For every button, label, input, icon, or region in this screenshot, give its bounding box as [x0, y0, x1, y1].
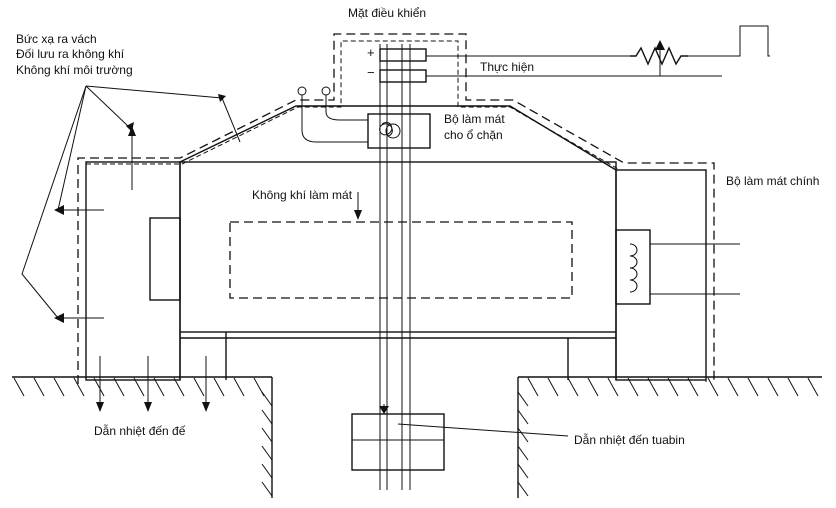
arrow-icon: [54, 205, 64, 215]
label-cooling-air: Không khí làm mát: [252, 188, 353, 202]
heat-to-base-arrows: [96, 356, 210, 412]
label-air-convection: Đối lưu ra không khí: [16, 47, 125, 61]
arrow-icon: [354, 210, 362, 220]
coil-icon: [379, 121, 393, 137]
coil-icon: [629, 243, 638, 293]
label-plus: +: [367, 45, 375, 60]
arrow-icon: [218, 94, 226, 102]
turbine-coupling: [351, 404, 569, 471]
label-minus: −: [367, 65, 375, 80]
arrow-icon: [54, 313, 64, 323]
shaft: [379, 44, 411, 490]
label-heat-to-base: Dẫn nhiệt đến đế: [94, 424, 186, 438]
label-wall-radiation: Bức xạ ra vách: [16, 32, 97, 46]
control-panel: [379, 25, 770, 83]
bearing-cooler: [297, 86, 431, 149]
generator-housing: [85, 105, 707, 381]
label-bearing-cooler-2: cho ổ chặn: [444, 128, 503, 142]
label-heat-to-turbine: Dẫn nhiệt đến tuabin: [574, 433, 685, 447]
arrow-icon: [144, 402, 152, 412]
main-cooler: [615, 229, 740, 305]
label-main-cooler: Bộ làm mát chính: [726, 174, 820, 188]
outer-enclosure: [77, 33, 715, 384]
label-execution: Thực hiện: [480, 60, 535, 74]
arrow-icon: [96, 402, 104, 412]
arrow-icon: [202, 402, 210, 412]
arrow-icon: [128, 126, 136, 136]
label-control-panel: Mặt điều khiển: [348, 6, 427, 20]
label-bearing-cooler-1: Bộ làm mát: [444, 112, 505, 126]
stator-dashed-rect: [229, 221, 573, 299]
resistor-icon: [630, 46, 688, 66]
label-ambient-air: Không khí môi trường: [16, 63, 133, 77]
radiation-lines: [21, 85, 241, 323]
air-flow-arrows: [62, 126, 362, 319]
